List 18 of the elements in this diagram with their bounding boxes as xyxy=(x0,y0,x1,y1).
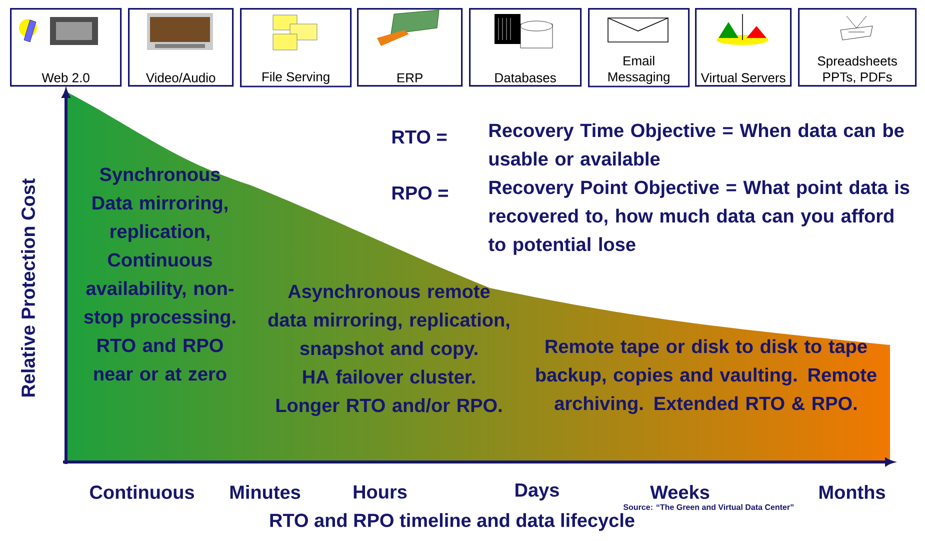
description-text: Recovery Time Objective = When data can be usable or available xyxy=(489,123,904,166)
category-box: Spreadsheets PPTs, PDFs xyxy=(798,8,917,87)
description-text: Recovery Point Objective = What point data is recovered to, how much data can you afford to potential lose xyxy=(488,180,910,255)
description-text: RTO = xyxy=(392,130,447,144)
axis-label: RTO and RPO timeline and data lifecycle xyxy=(270,513,634,531)
description-text: Synchronous Data mirroring, replication, Continuous availability, non-stop processing. RTO and RPO near or at zero xyxy=(84,167,236,381)
description-text: Remote tape or disk to disk to tape backup, copies and vaulting. Remote archiving. Extended RTO & RPO. xyxy=(536,339,876,414)
category-box: Virtual Servers xyxy=(695,8,792,87)
tick-label: Minutes xyxy=(230,485,300,499)
axis-label: Relative Protection Cost xyxy=(21,178,35,397)
source-note: Source: “The Green and Virtual Data Center” xyxy=(623,504,794,510)
tick-label: Continuous xyxy=(90,485,194,499)
tick-label: Weeks xyxy=(650,485,710,499)
tick-label: Hours xyxy=(354,485,407,499)
tick-label: Days xyxy=(516,484,559,500)
description-text: RPO = xyxy=(392,186,448,200)
description-text: Asynchronous remote data mirroring, replication, snapshot and copy. HA failover cluster. Longer RTO and/or RPO. xyxy=(268,284,510,416)
tick-label: Months xyxy=(820,485,885,499)
